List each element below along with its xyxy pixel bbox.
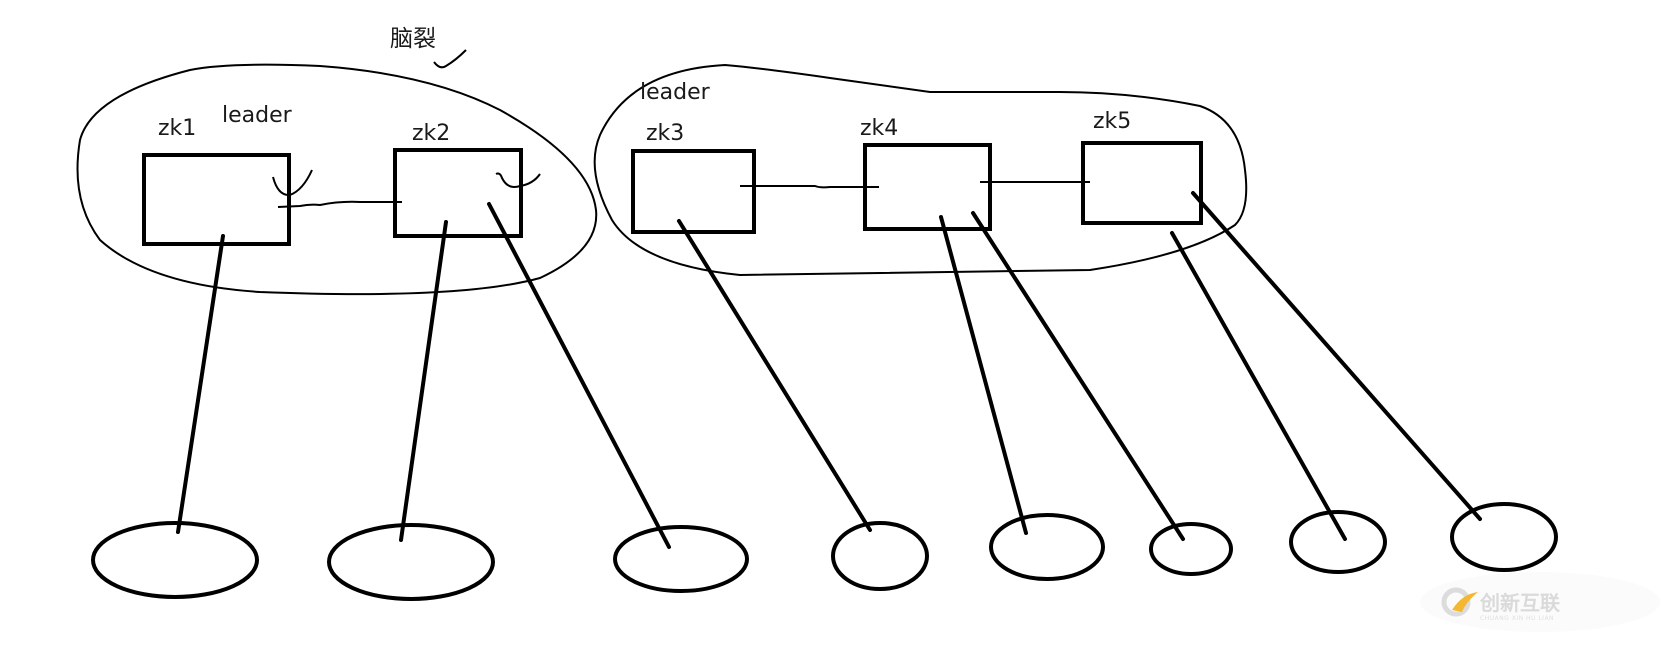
server-label-zk4: zk4 [860, 116, 898, 141]
check-mark-icon [433, 49, 467, 69]
server-label-zk5: zk5 [1093, 109, 1131, 134]
connection-zk5-client-8 [1191, 191, 1482, 521]
client-node [1149, 522, 1233, 576]
server-box-zk1 [142, 153, 291, 246]
client-node [989, 513, 1105, 581]
right-cluster-outline [593, 63, 1248, 277]
server-box-zk3 [631, 149, 756, 234]
diagram-title: 脑裂 [390, 26, 436, 52]
server-box-zk5 [1081, 141, 1203, 225]
connection-zk4-client-6 [971, 211, 1185, 541]
connection-zk5-client-7 [1170, 231, 1347, 541]
link-zk1-zk2 [277, 200, 402, 208]
server-label-zk1: zk1 [158, 116, 196, 141]
client-node [91, 521, 259, 599]
client-node [1289, 510, 1387, 574]
server-label-zk2: zk2 [412, 121, 450, 146]
link-zk3-zk4 [740, 185, 879, 189]
connection-zk2-client-2 [399, 220, 448, 542]
watermark-subtext: CHUANG XIN HU LIAN [1480, 615, 1554, 622]
client-node [613, 525, 749, 593]
connection-zk2-client-3 [487, 202, 671, 549]
connection-zk3-client-4 [677, 219, 872, 532]
client-node [1450, 502, 1558, 572]
connection-zk4-client-5 [939, 215, 1028, 535]
client-node [831, 521, 929, 591]
left-leader-label: leader [222, 103, 293, 128]
server-box-zk4 [863, 143, 992, 231]
connection-zk1-client-1 [176, 234, 225, 534]
right-leader-label: leader [640, 80, 711, 105]
server-label-zk3: zk3 [646, 121, 684, 146]
watermark-backdrop [1420, 572, 1660, 632]
server-box-zk2 [393, 148, 523, 238]
break-mark-icon [495, 172, 541, 188]
client-connections [176, 191, 1482, 549]
break-mark-icon [272, 169, 313, 197]
watermark: 创新互联 CHUANG XIN HU LIAN [1420, 572, 1660, 632]
watermark-logo-accent [1452, 592, 1478, 612]
watermark-text: 创新互联 [1479, 591, 1560, 615]
client-node [327, 523, 495, 601]
